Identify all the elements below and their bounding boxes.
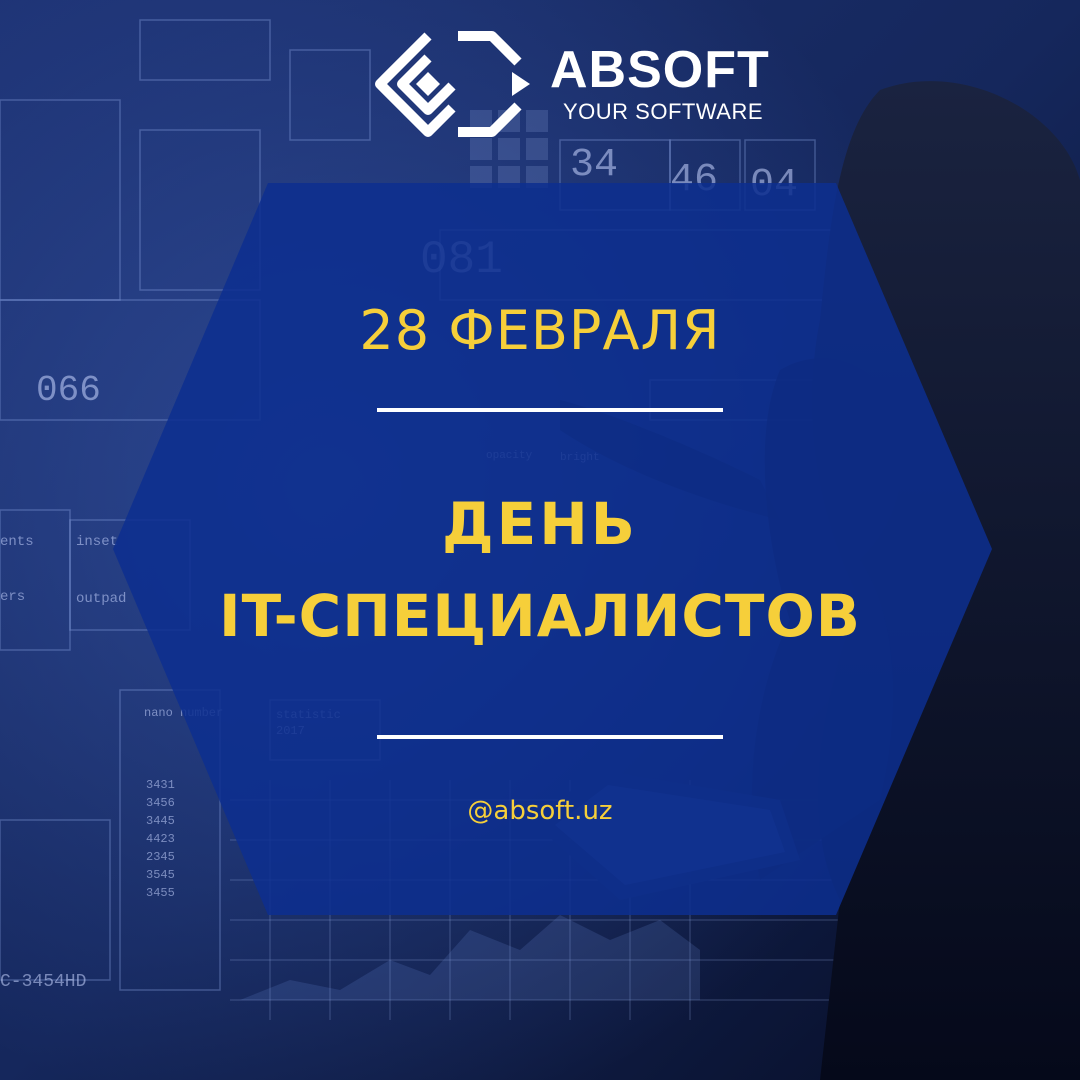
bg-code: C-3454HD [0, 972, 86, 992]
bg-col-5: 2345 [146, 850, 175, 864]
bg-col-4: 4423 [146, 832, 175, 846]
absoft-logo-icon [375, 31, 530, 137]
hexagon-card [113, 183, 992, 915]
bg-label-3: inset [76, 534, 118, 550]
brand-tagline: YOUR SOFTWARE [563, 99, 764, 124]
social-handle: @absoft.uz [467, 796, 613, 826]
bg-col-1: 3431 [146, 778, 175, 792]
bg-label-2: ers [0, 589, 25, 605]
bg-label-4: outpad [76, 591, 126, 607]
bg-number-1: 34 [570, 143, 618, 188]
bg-col-2: 3456 [146, 796, 175, 810]
headline-line-2: IT-СПЕЦИАЛИСТОВ [218, 582, 861, 650]
bg-col-7: 3455 [146, 886, 175, 900]
divider-top [377, 408, 723, 412]
brand-name: ABSOFT [550, 41, 770, 99]
event-date: 28 ФЕВРАЛЯ [359, 299, 721, 362]
bg-label-1: ents [0, 534, 34, 550]
headline-line-1: ДЕНЬ [441, 490, 639, 558]
bg-col-6: 3545 [146, 868, 175, 882]
bg-col-3: 3445 [146, 814, 175, 828]
divider-bottom [377, 735, 723, 739]
bg-number-5: 066 [36, 370, 101, 411]
